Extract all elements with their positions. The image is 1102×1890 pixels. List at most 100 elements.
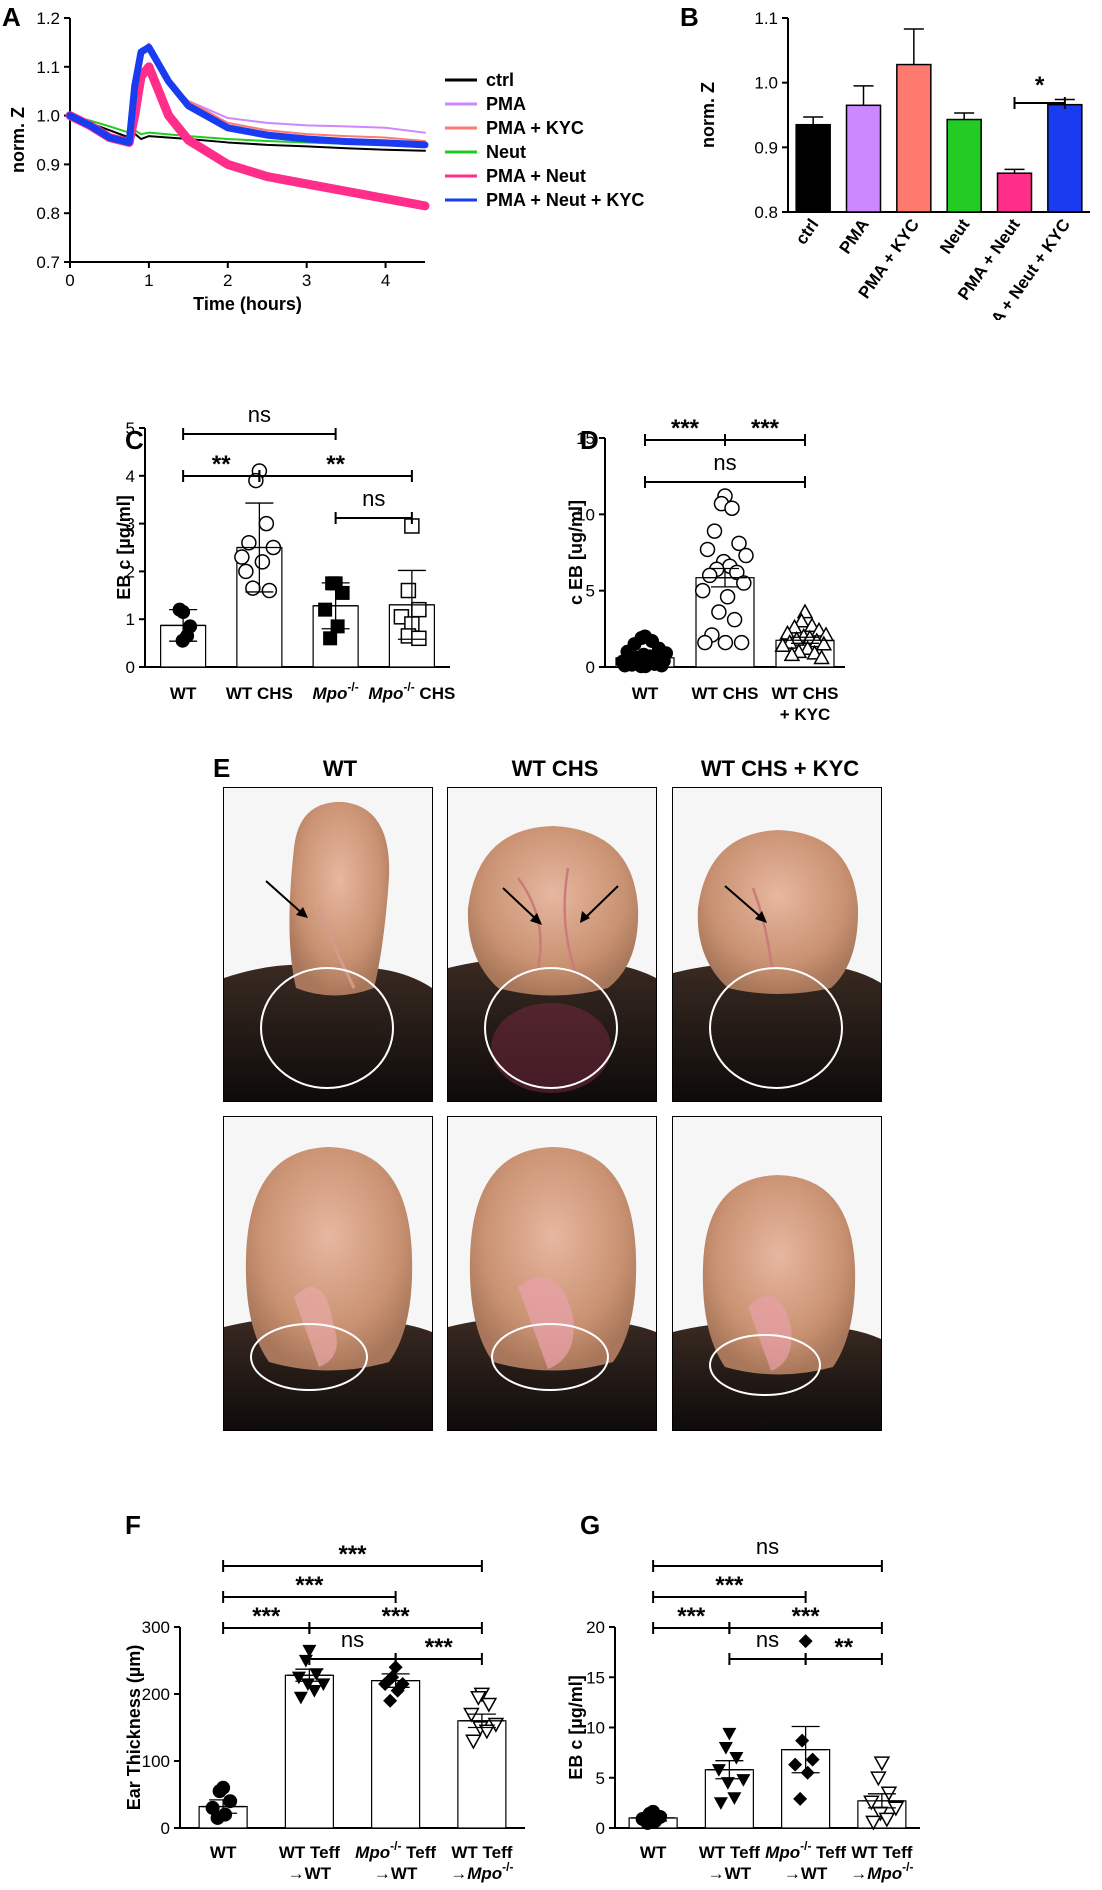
significance-label: *** bbox=[792, 1603, 821, 1630]
y-axis-label: EB c [µg/ml] bbox=[566, 1675, 586, 1779]
data-point bbox=[323, 631, 338, 646]
data-point bbox=[878, 1812, 896, 1828]
data-point bbox=[298, 1654, 313, 1668]
column-title-wt-chs: WT CHS bbox=[511, 756, 599, 781]
y-tick-label: 0.9 bbox=[754, 138, 778, 157]
x-tick-label: 2 bbox=[223, 271, 232, 290]
data-point bbox=[400, 582, 417, 599]
data-point bbox=[736, 1774, 751, 1787]
y-tick-label: 1.0 bbox=[36, 107, 60, 126]
data-point bbox=[701, 567, 718, 584]
y-tick-label: 0.9 bbox=[36, 155, 60, 174]
data-point bbox=[731, 535, 747, 552]
category-label: PMA bbox=[836, 215, 873, 257]
data-point bbox=[726, 611, 743, 628]
data-point bbox=[617, 658, 632, 673]
data-point bbox=[795, 1733, 810, 1748]
significance-label: ** bbox=[212, 451, 231, 478]
data-point bbox=[815, 635, 833, 651]
data-point bbox=[719, 589, 736, 605]
y-axis-label: EB c [µg/ml] bbox=[114, 495, 134, 599]
data-point bbox=[245, 580, 261, 596]
y-axis-label: Ear Thickness (µm) bbox=[124, 1645, 144, 1810]
y-tick-label: 4 bbox=[126, 467, 135, 486]
category-label: WT Teff bbox=[851, 1843, 912, 1862]
data-point bbox=[786, 618, 803, 634]
column-title-wt-chs-kyc: WT CHS + KYC bbox=[700, 756, 860, 781]
significance-label: *** bbox=[338, 1541, 367, 1568]
y-tick-label: 200 bbox=[142, 1685, 170, 1704]
data-point bbox=[706, 523, 723, 539]
significance-label: *** bbox=[252, 1603, 281, 1630]
category-label: WT Teff bbox=[279, 1843, 340, 1862]
y-tick-label: 10 bbox=[576, 505, 595, 524]
y-axis-label: norm. Z bbox=[698, 82, 718, 148]
significance-label: *** bbox=[295, 1572, 324, 1599]
significance-label: ns bbox=[756, 1627, 779, 1652]
significance-label: ns bbox=[248, 402, 271, 427]
data-point bbox=[210, 1810, 225, 1825]
data-point bbox=[805, 1752, 820, 1767]
category-label: WT CHS bbox=[691, 684, 758, 703]
y-tick-label: 0 bbox=[126, 658, 135, 677]
y-tick-label: 0 bbox=[161, 1819, 170, 1838]
ear-photo-wt-top bbox=[223, 787, 433, 1102]
data-point bbox=[727, 1792, 742, 1805]
y-tick-label: 0.8 bbox=[36, 204, 60, 223]
bar-pma_neut bbox=[996, 172, 1033, 213]
category-label: Neut bbox=[936, 215, 973, 257]
x-tick-label: 3 bbox=[302, 271, 311, 290]
y-tick-label: 5 bbox=[586, 582, 595, 601]
data-point bbox=[793, 612, 810, 628]
category-label: WT Teff bbox=[451, 1843, 512, 1862]
data-point bbox=[783, 646, 801, 662]
data-point bbox=[411, 630, 427, 647]
data-point bbox=[738, 547, 754, 564]
category-label-line2: + KYC bbox=[780, 705, 831, 724]
ear-photo-wt-bottom bbox=[223, 1116, 433, 1431]
y-tick-label: 10 bbox=[586, 1719, 605, 1738]
x-tick-label: 1 bbox=[144, 271, 153, 290]
y-tick-label: 100 bbox=[142, 1752, 170, 1771]
x-axis-label: Time (hours) bbox=[193, 294, 302, 314]
y-tick-label: 1.2 bbox=[36, 9, 60, 28]
y-tick-label: 1 bbox=[126, 610, 135, 629]
y-tick-label: 1.1 bbox=[754, 9, 778, 28]
data-point bbox=[813, 649, 830, 665]
data-point bbox=[254, 554, 271, 570]
category-label-line2: →WT bbox=[288, 1864, 332, 1883]
category-label: WT Teff bbox=[699, 1843, 760, 1862]
y-tick-label: 3 bbox=[126, 515, 135, 534]
category-label: WT bbox=[640, 1843, 667, 1862]
data-point bbox=[383, 1693, 398, 1708]
data-point bbox=[699, 541, 716, 558]
legend-label-pma_neut: PMA + Neut bbox=[486, 166, 586, 186]
data-point bbox=[863, 1795, 880, 1811]
y-tick-label: 0 bbox=[596, 1819, 605, 1838]
category-label: WT bbox=[210, 1843, 237, 1862]
data-point bbox=[729, 1752, 744, 1765]
data-point bbox=[694, 582, 711, 599]
data-point bbox=[722, 1727, 737, 1741]
y-tick-label: 2 bbox=[126, 562, 135, 581]
y-tick-label: 5 bbox=[126, 419, 135, 438]
y-tick-label: 20 bbox=[586, 1618, 605, 1637]
category-label-line2: →Mpo-/- bbox=[850, 1860, 913, 1883]
bar-neut bbox=[946, 118, 982, 213]
data-point bbox=[261, 582, 278, 599]
significance-label: *** bbox=[751, 415, 780, 442]
y-tick-label: 0.7 bbox=[36, 253, 60, 272]
data-point bbox=[238, 563, 254, 580]
category-label: Mpo-/- bbox=[312, 680, 358, 703]
data-point bbox=[711, 1764, 726, 1777]
y-tick-label: 1.1 bbox=[36, 58, 60, 77]
panel-label-f: F bbox=[125, 1510, 141, 1540]
bar-pma_kyc bbox=[896, 63, 932, 213]
data-point bbox=[865, 1815, 882, 1831]
significance-label: ns bbox=[756, 1534, 779, 1559]
y-tick-label: 300 bbox=[142, 1618, 170, 1637]
